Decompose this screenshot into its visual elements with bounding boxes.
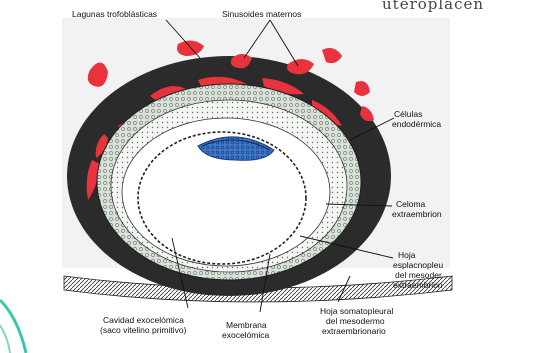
- label-cavidad-exocelomica: Cavidad exocelómica: [103, 315, 184, 325]
- label-membrana-exocelomica: Membrana: [226, 320, 267, 330]
- label-hoja-somatopleural-3: extraembrionario: [322, 326, 386, 336]
- label-cavidad-exocelomica-2: (saco vitelino primitivo): [100, 325, 187, 335]
- label-sinusoides-maternos: Sinusoides maternos: [222, 9, 301, 19]
- label-hoja-somatopleural-2: del mesodermo: [326, 316, 385, 326]
- label-membrana-exocelomica-2: exocelómica: [222, 330, 270, 340]
- label-lagunas-trofoblasticas: Lagunas trofoblásticas: [72, 9, 157, 19]
- label-celoma: Celoma: [396, 199, 426, 209]
- decorative-teal-line-2: [0, 325, 10, 353]
- label-hoja-esplacnopleural: Hoja: [398, 250, 416, 260]
- label-hoja-esplacnopleural-2: esplacnopleu: [393, 260, 443, 270]
- label-hoja-esplacnopleural-3: del mesoder: [395, 270, 442, 280]
- header-fragment: uteroplacen: [382, 0, 484, 13]
- label-celoma-2: extraembrion: [392, 209, 442, 219]
- label-celulas-endodermicas-2: endodérmica: [392, 119, 441, 129]
- label-celulas-endodermicas: Células: [394, 109, 422, 119]
- label-hoja-somatopleural: Hoja somatopleural: [320, 306, 393, 316]
- decorative-teal-line: [0, 300, 26, 353]
- label-hoja-esplacnopleural-4: extraembrion: [393, 280, 443, 290]
